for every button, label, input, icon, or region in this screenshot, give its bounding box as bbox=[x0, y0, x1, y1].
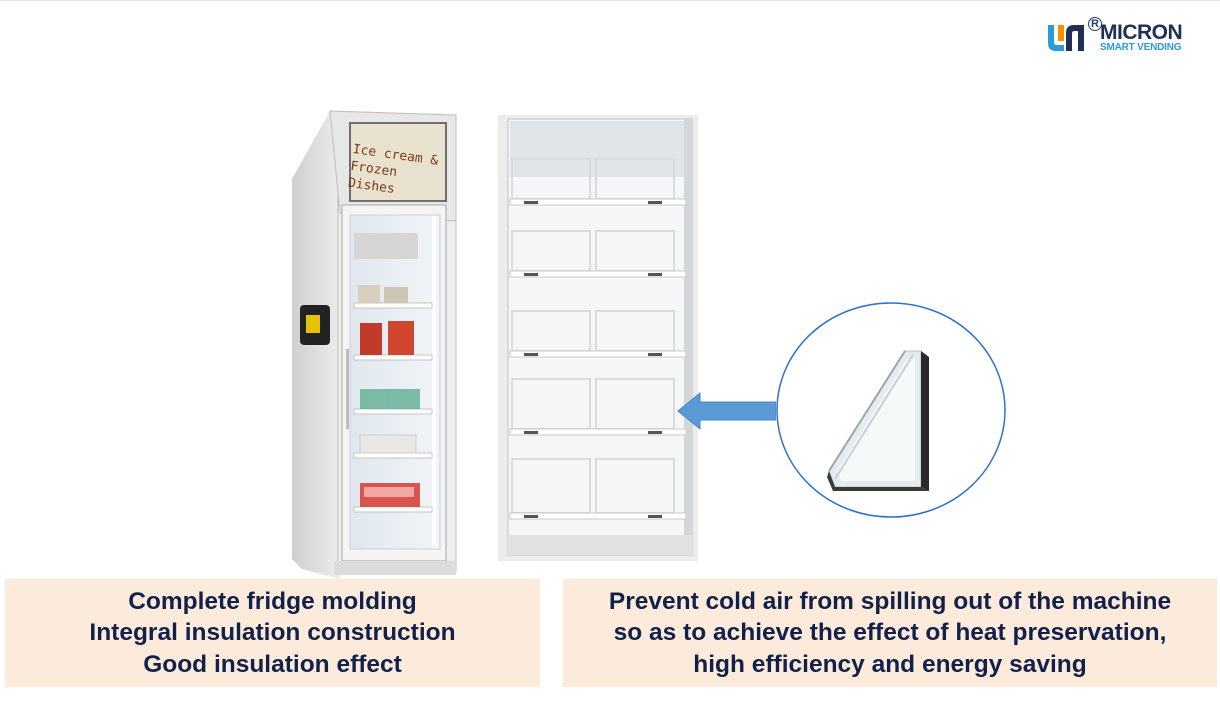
brand-tagline: SMART VENDING bbox=[1100, 42, 1182, 53]
brand-logo: R MICRON SMART VENDING bbox=[1046, 17, 1206, 55]
fridge-interior-image bbox=[498, 115, 698, 561]
caption-line: so as to achieve the effect of heat pres… bbox=[613, 619, 1167, 647]
caption-cold-air: Prevent cold air from spilling out of th… bbox=[563, 579, 1217, 687]
arrow-left-icon bbox=[677, 391, 776, 431]
vending-fridge-image bbox=[292, 110, 457, 579]
brand-name: MICRON bbox=[1100, 21, 1183, 44]
caption-line: Prevent cold air from spilling out of th… bbox=[608, 587, 1172, 615]
double-glazing-detail-image bbox=[776, 302, 1006, 518]
caption-fridge-molding: Complete fridge molding Integral insulat… bbox=[5, 579, 540, 687]
caption-line: high efficiency and energy saving bbox=[693, 650, 1087, 678]
micron-logo-icon bbox=[1048, 25, 1084, 51]
registered-mark: R bbox=[1088, 17, 1102, 31]
caption-line: Integral insulation construction bbox=[89, 619, 456, 647]
caption-line: Complete fridge molding bbox=[128, 587, 417, 615]
caption-line: Good insulation effect bbox=[143, 650, 402, 678]
